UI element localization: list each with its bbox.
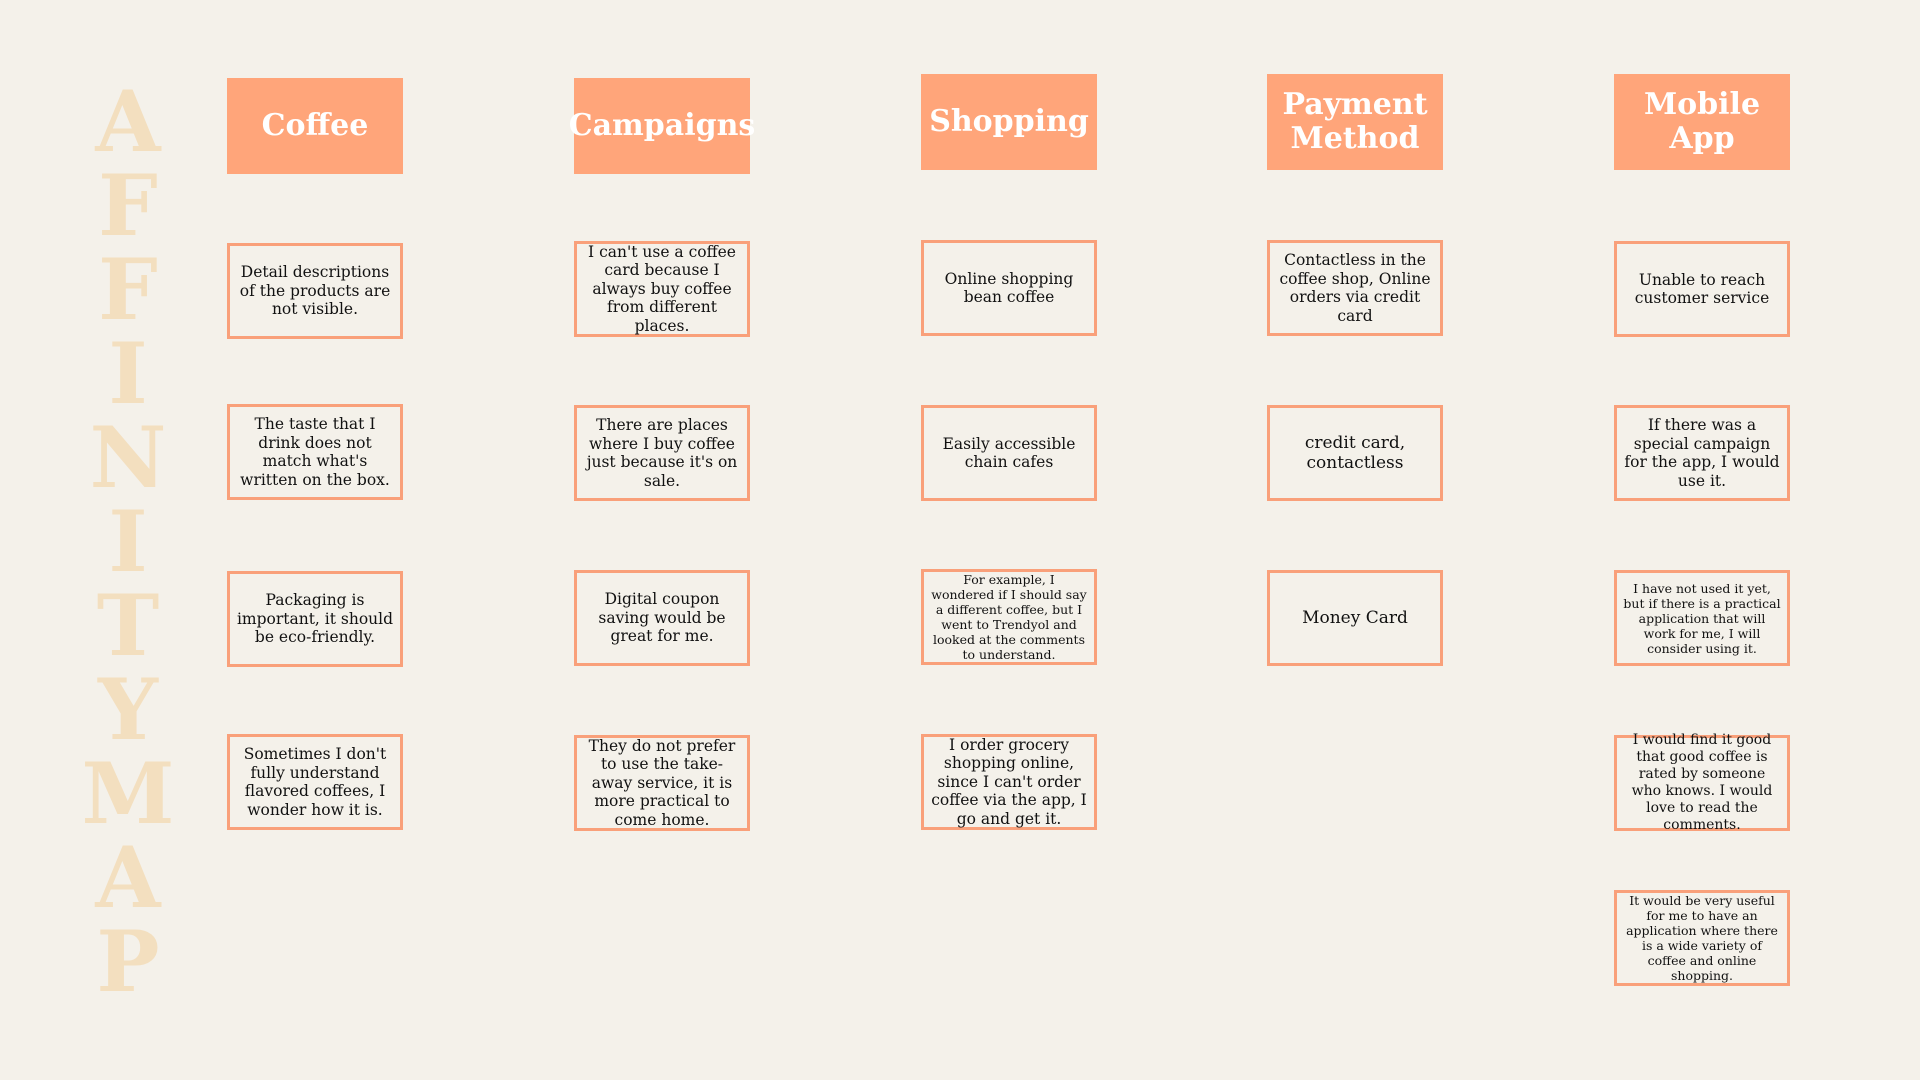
sticky-note: I would find it good that good coffee is… [1614,732,1790,833]
title-letter: A [95,72,161,171]
sticky-note: Contactless in the coffee shop, Online o… [1267,240,1443,336]
title-letter: I [108,492,148,591]
sticky-note: Easily accessible chain cafes [921,405,1097,501]
title-letter: Y [98,660,158,759]
title-letter: M [81,744,175,843]
sticky-note: Digital coupon saving would be great for… [574,570,750,666]
title-letter: F [98,156,158,255]
sticky-note: For example, I wondered if I should say … [921,569,1097,665]
title-letter: P [96,912,160,1011]
sticky-note: If there was a special campaign for the … [1614,405,1790,501]
sticky-note: The taste that I drink does not match wh… [227,404,403,500]
sticky-note: Unable to reach customer service [1614,241,1790,337]
title-letter: I [108,324,148,423]
sticky-note: Money Card [1267,570,1443,666]
sticky-note: I can't use a coffee card because I alwa… [574,241,750,337]
column-header-payment-method: Payment Method [1267,74,1443,170]
sticky-note: There are places where I buy coffee just… [574,405,750,501]
sticky-note: Sometimes I don't fully understand flavo… [227,734,403,830]
sticky-note: credit card, contactless [1267,405,1443,501]
title-letter: N [89,408,167,507]
sticky-note: Online shopping bean coffee [921,240,1097,336]
column-header-campaigns: Campaigns [569,78,755,174]
column-header-coffee: Coffee [227,78,403,174]
column-header-shopping: Shopping [921,74,1097,170]
affinity-map-title: A F F I N I T Y M A P [78,80,178,1004]
sticky-note: They do not prefer to use the take-away … [574,735,750,831]
sticky-note: I order grocery shopping online, since I… [921,734,1097,830]
sticky-note: Detail descriptions of the products are … [227,243,403,339]
column-header-mobile-app: Mobile App [1614,74,1790,170]
title-letter: T [96,576,160,675]
sticky-note: It would be very useful for me to have a… [1614,890,1790,986]
title-letter: F [98,240,158,339]
sticky-note: Packaging is important, it should be eco… [227,571,403,667]
title-letter: A [95,828,161,927]
sticky-note: I have not used it yet, but if there is … [1614,570,1790,666]
